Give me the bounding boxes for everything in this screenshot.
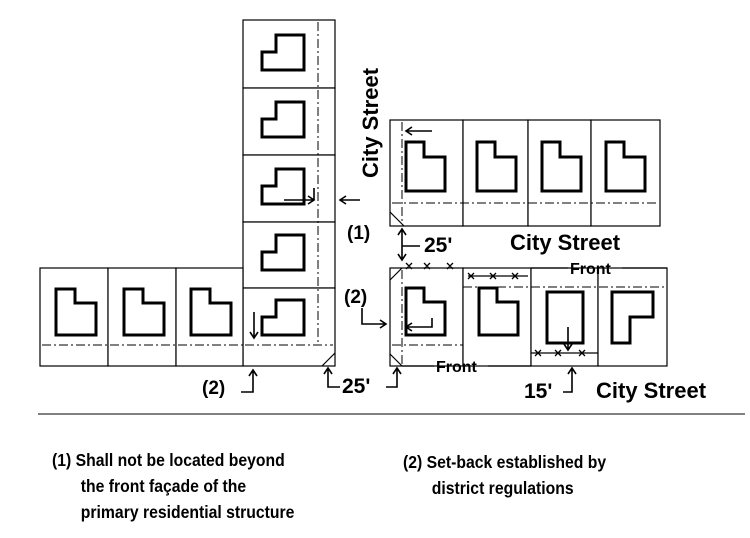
house <box>122 287 166 337</box>
lot <box>242 87 336 156</box>
front-label-bottom: Front <box>436 359 478 376</box>
legend-marker-1: (1) <box>52 450 72 470</box>
street-label-bottom: City Street <box>596 378 707 403</box>
house <box>189 287 233 337</box>
accessory-arrow <box>284 188 316 205</box>
accessory-arrow <box>249 312 259 340</box>
label-2-left: (2) <box>202 378 225 399</box>
dim-25-upper-arrow <box>397 227 420 262</box>
corner-triangle <box>389 211 405 227</box>
lot <box>462 119 529 227</box>
x-marks <box>405 262 454 270</box>
accessory-arrow <box>404 318 433 332</box>
street-label-middle: City Street <box>510 230 621 255</box>
house <box>610 290 655 345</box>
legend-line: Set-back established by <box>426 452 607 472</box>
pointer-arrow-1 <box>338 195 360 205</box>
lot <box>590 119 661 227</box>
legend-line: district regulations <box>431 478 574 498</box>
label-1: (1) <box>347 223 370 244</box>
house <box>404 140 447 193</box>
corner-triangle <box>389 353 403 367</box>
dim-15: 15' <box>524 380 552 403</box>
bottom-left-lot-row <box>39 267 244 367</box>
lot <box>242 154 336 223</box>
label-2-middle: (2) <box>344 287 367 308</box>
accessory-arrow <box>563 327 573 352</box>
legend-marker-2: (2) <box>403 452 423 472</box>
pointer-arrow-2-middle <box>361 308 388 329</box>
house <box>604 140 647 193</box>
dim-25-lower-arrow-right <box>386 366 402 388</box>
lot <box>107 267 177 367</box>
house <box>260 33 306 72</box>
front-label-top: Front <box>570 261 612 278</box>
lot <box>175 267 244 367</box>
dim-25-upper: 25' <box>424 234 452 257</box>
house <box>260 298 306 337</box>
lot <box>39 267 109 367</box>
vertical-lot-column <box>242 19 336 367</box>
x-marks <box>534 349 586 357</box>
dim-25-lower-arrow-left <box>323 366 340 388</box>
house <box>260 100 306 139</box>
house <box>540 140 583 193</box>
lot <box>530 267 599 367</box>
corner-triangle <box>321 352 336 367</box>
lot <box>242 19 336 89</box>
corner-lot <box>389 267 464 367</box>
legend-item-1: (1) Shall not be located beyond the fron… <box>52 447 294 525</box>
corner-triangle <box>389 267 403 281</box>
legend-item-2: (2) Set-back established by district reg… <box>403 449 606 501</box>
accessory-arrow <box>404 126 432 136</box>
corner-lot <box>389 119 464 227</box>
legend-line: Shall not be located beyond <box>75 450 285 470</box>
upper-right-lot-row <box>389 119 661 227</box>
pointer-arrow-2-left <box>241 368 258 393</box>
street-label-vertical: City Street <box>358 67 383 178</box>
corner-lot <box>242 287 336 367</box>
house <box>404 286 447 337</box>
house <box>54 287 98 337</box>
dim-25-lower: 25' <box>342 375 370 398</box>
house <box>475 140 518 193</box>
dim-15-arrow <box>563 366 577 393</box>
house <box>260 233 306 272</box>
lot <box>462 267 532 367</box>
legend-line: primary residential structure <box>80 502 295 522</box>
legend-line: the front façade of the <box>80 476 247 496</box>
house <box>545 290 585 345</box>
lot <box>242 221 336 289</box>
lower-right-lot-row <box>389 262 668 367</box>
house <box>260 167 306 206</box>
house <box>477 286 520 337</box>
